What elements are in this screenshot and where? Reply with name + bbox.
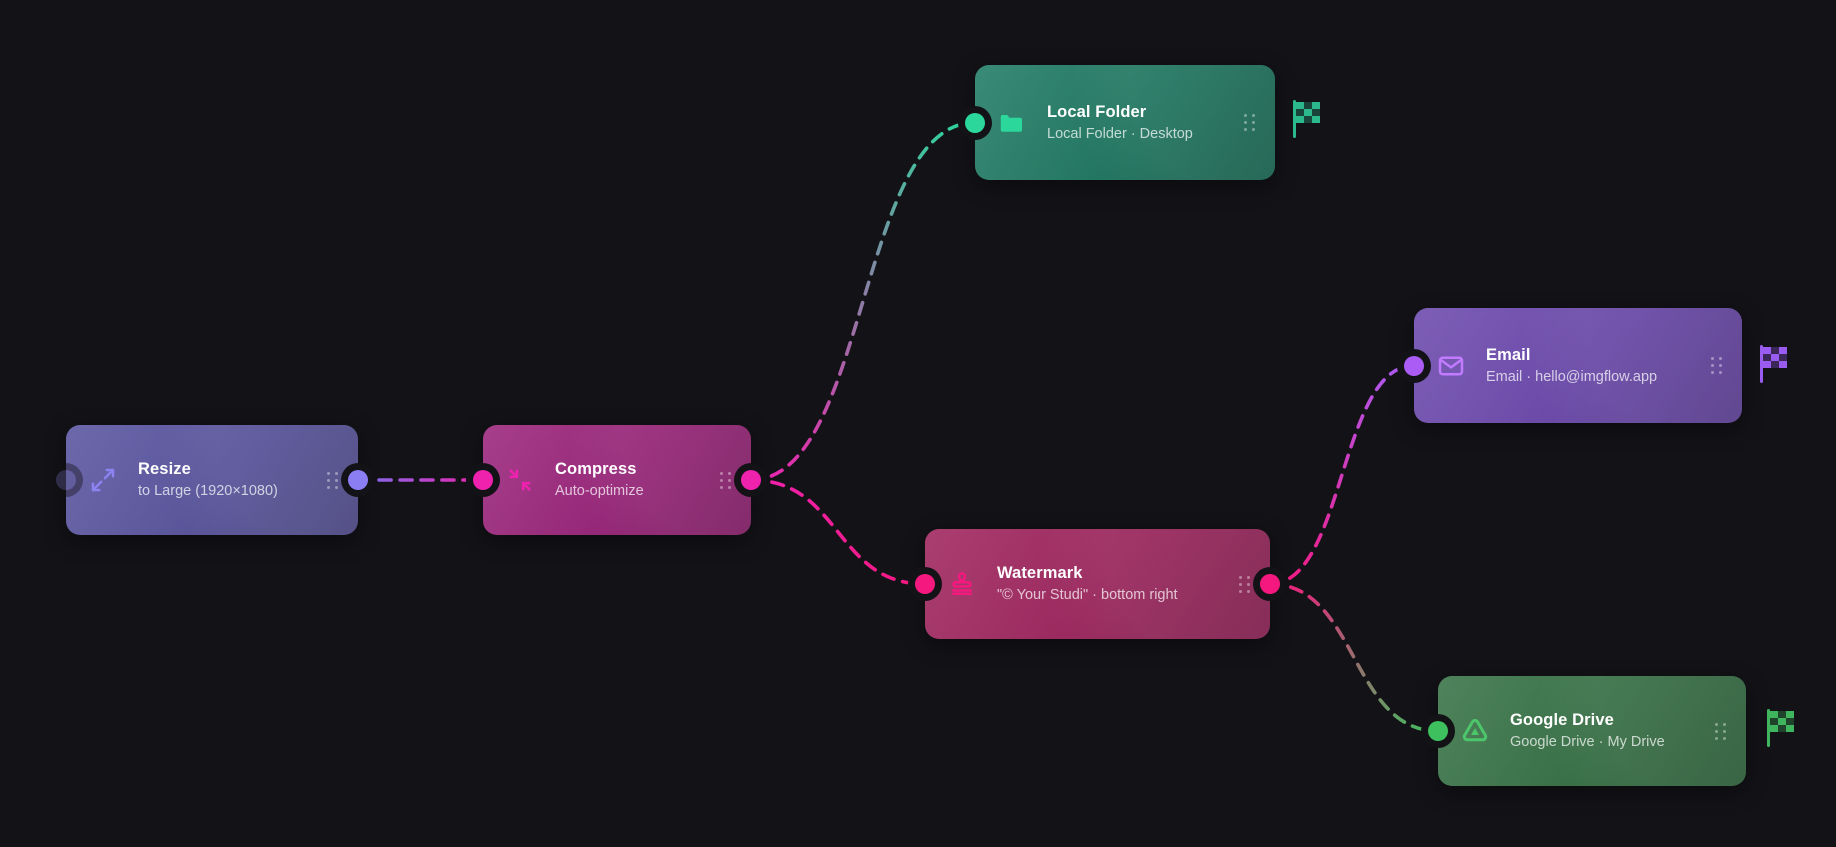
port-out-watermark[interactable] — [1260, 574, 1280, 594]
node-title: Google Drive — [1510, 711, 1614, 730]
finish-flag-icon-google-drive — [1762, 705, 1796, 751]
node-subtitle: to Large (1920×1080) — [138, 483, 278, 500]
folder-icon — [997, 108, 1027, 138]
node-background — [483, 425, 751, 535]
node-watermark[interactable]: Watermark "© Your Studi" · bottom right — [915, 529, 1280, 639]
compress-arrows-icon — [505, 465, 535, 495]
node-drag-handle[interactable] — [327, 471, 338, 489]
resize-arrows-icon — [88, 465, 118, 495]
node-drag-handle[interactable] — [1715, 722, 1726, 740]
node-subtitle: "© Your Studi" · bottom right — [997, 587, 1178, 604]
node-drag-handle[interactable] — [1239, 575, 1250, 593]
node-subtitle: Local Folder · Desktop — [1047, 125, 1193, 142]
port-in-email[interactable] — [1404, 355, 1424, 376]
node-subtitle: Email · hello@imgflow.app — [1486, 368, 1658, 385]
port-in-resize[interactable] — [56, 470, 76, 490]
finish-flag-icon-local-folder — [1288, 96, 1322, 142]
node-title: Watermark — [997, 564, 1083, 583]
node-drag-handle[interactable] — [1711, 357, 1722, 374]
node-resize[interactable]: Resize to Large (1920×1080) — [56, 425, 368, 535]
google-drive-icon — [1460, 716, 1490, 746]
port-in-compress[interactable] — [473, 470, 493, 490]
node-background — [66, 425, 358, 535]
edge-compress-to-watermark[interactable] — [749, 478, 927, 586]
finish-flag-icon-email — [1755, 341, 1789, 387]
port-in-local-folder[interactable] — [965, 112, 985, 133]
node-subtitle: Auto-optimize — [555, 483, 644, 500]
port-in-watermark[interactable] — [915, 574, 935, 594]
node-title: Resize — [138, 460, 191, 479]
node-title: Compress — [555, 460, 637, 479]
edge-compress-to-local-folder[interactable] — [749, 120, 977, 482]
port-out-compress[interactable] — [741, 470, 761, 490]
envelope-icon — [1436, 351, 1466, 381]
node-background — [1414, 308, 1742, 423]
node-title: Email — [1486, 345, 1531, 364]
node-title: Local Folder — [1047, 102, 1147, 121]
stamp-icon — [947, 569, 977, 599]
edge-watermark-to-email[interactable] — [1268, 363, 1416, 586]
port-out-resize[interactable] — [348, 470, 368, 490]
port-in-google-drive[interactable] — [1428, 721, 1448, 741]
node-background — [1438, 676, 1746, 786]
node-background — [975, 65, 1275, 180]
node-background — [925, 529, 1270, 639]
node-subtitle: Google Drive · My Drive — [1510, 734, 1665, 751]
node-drag-handle[interactable] — [720, 471, 731, 489]
node-drag-handle[interactable] — [1244, 114, 1255, 131]
edge-watermark-to-gdrive[interactable] — [1268, 582, 1440, 733]
